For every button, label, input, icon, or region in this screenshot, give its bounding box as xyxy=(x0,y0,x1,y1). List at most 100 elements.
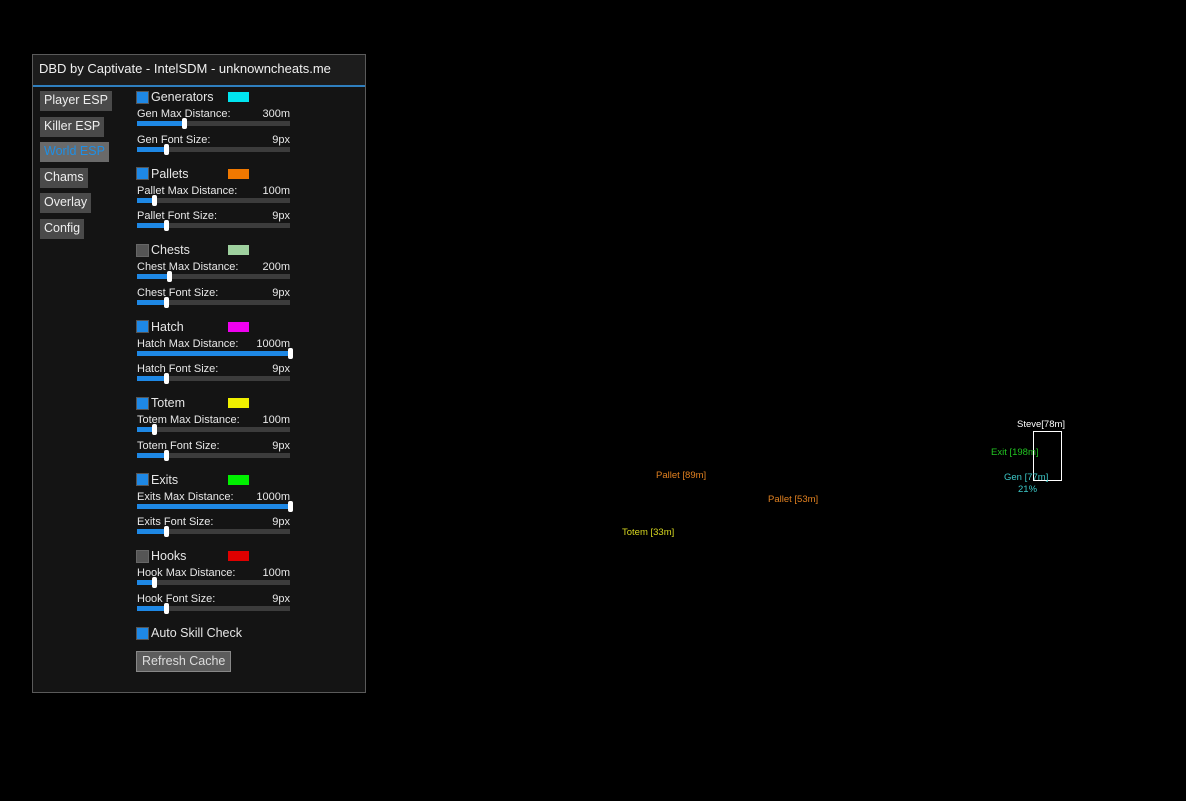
nav-killer-esp[interactable]: Killer ESP xyxy=(40,116,105,137)
chests-font-size-slider[interactable] xyxy=(137,296,290,308)
hatch-color-picker[interactable] xyxy=(228,321,249,332)
slider-value: 9px xyxy=(272,210,290,222)
generators-max-distance-slider[interactable] xyxy=(137,118,290,129)
slider-value: 100m xyxy=(262,567,290,579)
slider-value: 1000m xyxy=(256,490,290,503)
exits-toggle[interactable]: Exits xyxy=(136,472,178,488)
slider-thumb[interactable] xyxy=(164,373,170,384)
slider-value: 9px xyxy=(272,363,290,375)
nav-player-esp[interactable]: Player ESP xyxy=(40,91,112,111)
slider-value: 200m xyxy=(262,261,290,273)
refresh-cache-button[interactable]: Refresh Cache xyxy=(136,651,232,672)
slider-label: Pallet Font Size: xyxy=(137,210,218,222)
auto-skill-check-checkbox[interactable] xyxy=(136,626,149,640)
slider-value: 9px xyxy=(272,592,290,605)
totem-label: Totem xyxy=(151,396,186,410)
slider-value: 300m xyxy=(262,108,290,120)
pallets-label: Pallets xyxy=(151,166,189,181)
hatch-checkbox[interactable] xyxy=(136,320,149,333)
slider-label: Pallet Max Distance: xyxy=(137,184,238,197)
pallets-checkbox[interactable] xyxy=(136,167,149,180)
totem-checkbox[interactable] xyxy=(136,396,149,410)
pallets-font-size-slider[interactable] xyxy=(137,220,290,231)
slider-label: Gen Font Size: xyxy=(137,133,211,146)
slider-thumb[interactable] xyxy=(182,118,188,129)
nav-chams[interactable]: Chams xyxy=(40,167,88,188)
slider-thumb[interactable] xyxy=(151,194,157,206)
slider-thumb[interactable] xyxy=(167,271,173,282)
chests-max-distance-slider[interactable] xyxy=(137,271,290,282)
slider-thumb[interactable] xyxy=(151,424,157,435)
nav-overlay[interactable]: Overlay xyxy=(40,193,92,213)
esp-label: Pallet [53m] xyxy=(768,494,819,505)
window-title[interactable]: DBD by Captivate - IntelSDM - unknownche… xyxy=(33,55,365,87)
hatch-toggle[interactable]: Hatch xyxy=(136,319,184,335)
slider-thumb[interactable] xyxy=(288,347,293,359)
esp-label: Pallet [89m] xyxy=(656,470,707,481)
slider-thumb[interactable] xyxy=(151,577,157,588)
hooks-max-distance-slider[interactable] xyxy=(137,577,290,588)
slider-label: Totem Font Size: xyxy=(137,439,220,452)
slider-label: Exits Font Size: xyxy=(137,516,214,528)
slider-value: 100m xyxy=(262,414,290,426)
hatch-font-size-slider[interactable] xyxy=(137,373,290,384)
slider-value: 9px xyxy=(272,516,290,528)
generators-checkbox[interactable] xyxy=(136,90,149,104)
slider-value: 9px xyxy=(272,286,290,299)
hooks-font-size-slider[interactable] xyxy=(137,602,290,614)
hatch-max-distance-slider[interactable] xyxy=(137,347,293,359)
totem-font-size-slider[interactable] xyxy=(137,449,290,461)
esp-label: Totem [33m] xyxy=(622,527,675,538)
auto-skill-check-label: Auto Skill Check xyxy=(151,626,243,640)
exits-checkbox[interactable] xyxy=(136,473,149,486)
pallets-color-picker[interactable] xyxy=(228,168,249,179)
exits-color-picker[interactable] xyxy=(228,474,249,485)
hatch-label: Hatch xyxy=(151,319,184,334)
slider-value: 1000m xyxy=(256,337,290,350)
slider-label: Totem Max Distance: xyxy=(137,414,240,426)
esp-label: Exit [198m] xyxy=(991,447,1039,458)
player-esp-box xyxy=(1033,431,1062,481)
totem-max-distance-slider[interactable] xyxy=(137,424,290,435)
esp-label: Steve[78m] xyxy=(1017,419,1066,430)
nav-config[interactable]: Config xyxy=(40,218,85,239)
slider-label: Hook Max Distance: xyxy=(137,567,236,579)
generators-toggle[interactable]: Generators xyxy=(136,89,214,105)
slider-thumb[interactable] xyxy=(164,143,170,155)
chests-color-picker[interactable] xyxy=(228,245,249,255)
slider-label: Hook Font Size: xyxy=(137,592,216,605)
slider-thumb[interactable] xyxy=(288,500,293,512)
slider-label: Chest Max Distance: xyxy=(137,261,239,273)
generators-label: Generators xyxy=(151,90,214,104)
exits-max-distance-slider[interactable] xyxy=(137,500,293,512)
chests-checkbox[interactable] xyxy=(136,243,149,257)
esp-label: 21% xyxy=(1018,484,1038,495)
slider-label: Chest Font Size: xyxy=(137,286,219,299)
exits-label: Exits xyxy=(151,472,179,487)
nav-world-esp[interactable]: World ESP xyxy=(40,142,109,162)
hooks-color-picker[interactable] xyxy=(228,551,249,561)
slider-label: Hatch Font Size: xyxy=(137,363,219,375)
slider-thumb[interactable] xyxy=(164,602,170,614)
slider-value: 9px xyxy=(272,133,290,146)
generators-font-size-slider[interactable] xyxy=(137,143,290,155)
slider-value: 9px xyxy=(272,439,290,452)
esp-label: Gen [77m] xyxy=(1004,472,1049,483)
totem-toggle[interactable]: Totem xyxy=(136,395,185,411)
slider-thumb[interactable] xyxy=(164,220,170,231)
exits-font-size-slider[interactable] xyxy=(137,526,290,537)
totem-color-picker[interactable] xyxy=(228,398,249,408)
hooks-toggle[interactable]: Hooks xyxy=(136,548,186,564)
chests-toggle[interactable]: Chests xyxy=(136,242,190,258)
chests-label: Chests xyxy=(151,243,190,257)
pallets-toggle[interactable]: Pallets xyxy=(136,166,189,182)
pallets-max-distance-slider[interactable] xyxy=(137,194,290,206)
slider-thumb[interactable] xyxy=(164,449,170,461)
slider-thumb[interactable] xyxy=(164,296,170,308)
slider-thumb[interactable] xyxy=(164,526,170,537)
slider-value: 100m xyxy=(262,184,290,197)
hooks-checkbox[interactable] xyxy=(136,549,149,563)
hooks-label: Hooks xyxy=(151,549,187,563)
slider-label: Hatch Max Distance: xyxy=(137,337,239,350)
generators-color-picker[interactable] xyxy=(228,92,249,102)
